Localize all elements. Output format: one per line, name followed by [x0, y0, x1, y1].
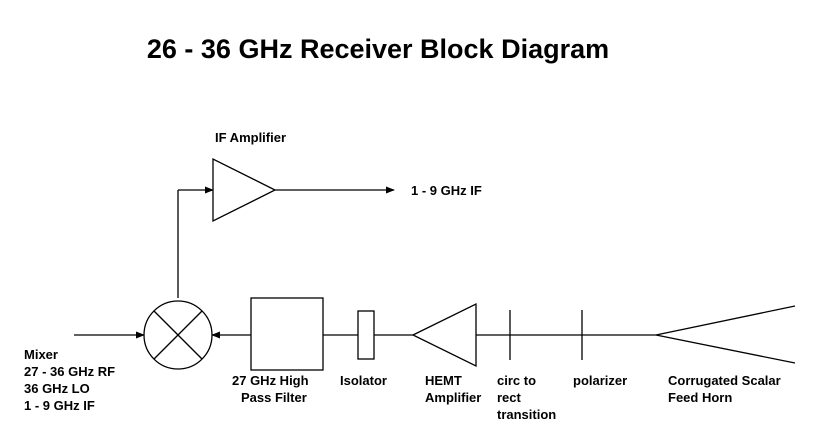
hemt-amplifier-triangle [411, 302, 477, 368]
hemt-label-1: HEMT [425, 373, 462, 388]
feed-horn-lower [655, 334, 796, 364]
high-pass-filter-label-2: Pass Filter [241, 390, 307, 405]
feed-horn-label-1: Corrugated Scalar [668, 373, 781, 388]
mixer-lo-label: 36 GHz LO [24, 381, 90, 396]
high-pass-filter-box [250, 297, 324, 371]
mixer-label: Mixer [24, 347, 58, 362]
high-pass-filter-label-1: 27 GHz High [232, 373, 309, 388]
isolator-box [357, 310, 375, 360]
transition-label-2: rect [497, 390, 522, 405]
mixer-cross-b [153, 310, 203, 360]
if-output-label: 1 - 9 GHz IF [411, 183, 482, 198]
transition-label-1: circ to [497, 373, 536, 388]
mixer-rf-label: 27 - 36 GHz RF [24, 364, 115, 379]
diagram-title: 26 - 36 GHz Receiver Block Diagram [147, 34, 609, 64]
feed-horn-label-2: Feed Horn [668, 390, 732, 405]
hemt-label-2: Amplifier [425, 390, 481, 405]
if-amplifier-label: IF Amplifier [215, 130, 286, 145]
if-amplifier-triangle [212, 157, 277, 223]
isolator-label: Isolator [340, 373, 387, 388]
polarizer-label: polarizer [573, 373, 627, 388]
feed-horn-upper [655, 305, 796, 336]
transition-label-3: transition [497, 407, 556, 422]
mixer-if-label: 1 - 9 GHz IF [24, 398, 95, 413]
